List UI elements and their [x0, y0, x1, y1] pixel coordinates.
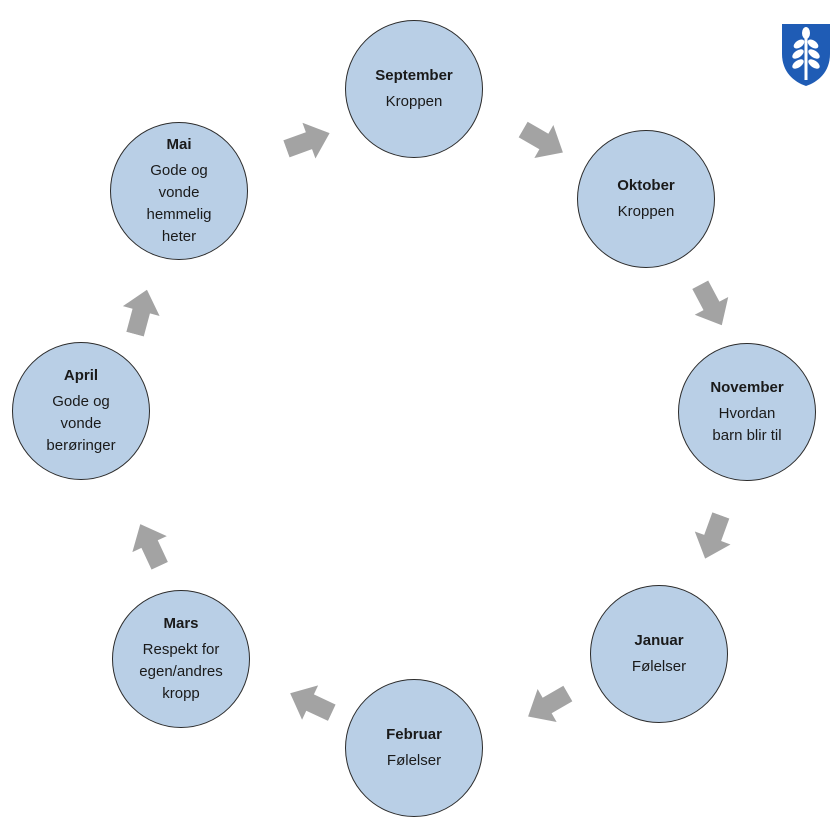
- arrow-november-to-januar-icon: [687, 509, 738, 565]
- arrow-september-to-oktober-icon: [514, 113, 573, 169]
- node-topic: Følelser: [386, 752, 442, 769]
- cycle-node-oktober: Oktober Kroppen: [577, 130, 715, 268]
- node-month: Oktober: [617, 177, 675, 194]
- node-topic: Gode og vonde berøringer: [46, 393, 116, 454]
- node-month: April: [63, 367, 99, 384]
- arrow-mai-to-september-icon: [280, 115, 336, 166]
- node-month: November: [710, 379, 784, 396]
- municipality-logo-icon: [778, 20, 834, 88]
- cycle-node-januar: Januar Følelser: [590, 585, 728, 723]
- cycle-node-mai: Mai Gode og vonde hemmelig heter: [110, 122, 248, 260]
- cycle-node-februar: Februar Følelser: [345, 679, 483, 817]
- arrow-mars-to-april-icon: [123, 516, 177, 574]
- cycle-node-april: April Gode og vonde berøringer: [12, 342, 150, 480]
- arrow-oktober-to-november-icon: [683, 276, 738, 334]
- node-month: Januar: [634, 632, 684, 649]
- node-topic: Hvordan barn blir til: [712, 405, 782, 444]
- arrow-april-to-mai-icon: [117, 285, 166, 339]
- arrow-februar-to-mars-icon: [282, 676, 340, 730]
- node-month: Mai: [166, 136, 192, 153]
- cycle-node-september: September Kroppen: [345, 20, 483, 158]
- node-topic: Gode og vonde hemmelig heter: [146, 162, 212, 245]
- cycle-node-november: November Hvordan barn blir til: [678, 343, 816, 481]
- node-month: September: [375, 67, 453, 84]
- cycle-node-mars: Mars Respekt for egen/andres kropp: [112, 590, 250, 728]
- arrow-januar-to-februar-icon: [519, 677, 578, 733]
- node-topic: Respekt for egen/andres kropp: [139, 641, 223, 702]
- node-month: Mars: [163, 615, 199, 632]
- node-topic: Kroppen: [385, 93, 443, 110]
- node-topic: Kroppen: [617, 203, 675, 220]
- node-topic: Følelser: [631, 658, 687, 675]
- node-month: Februar: [386, 726, 442, 743]
